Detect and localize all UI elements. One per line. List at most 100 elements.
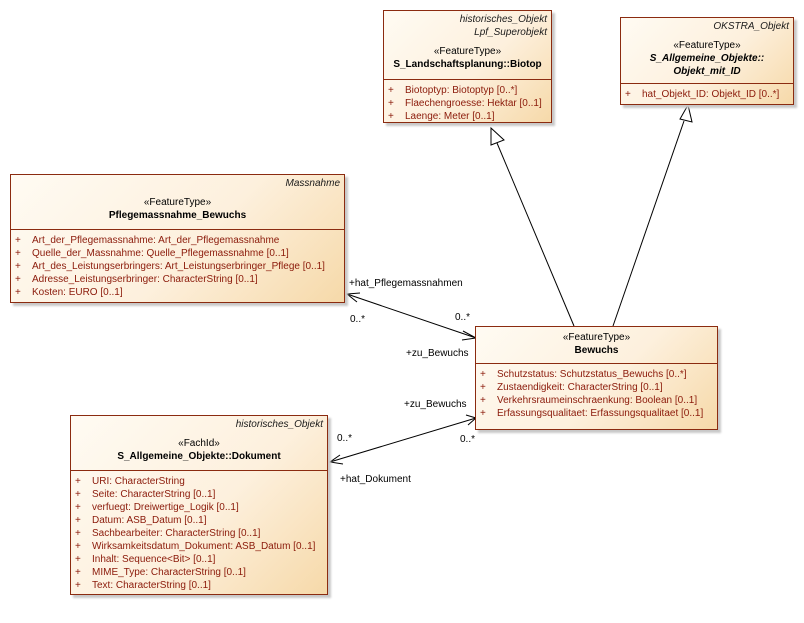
stereotype-label: «FeatureType» — [562, 332, 631, 343]
visibility-marker: + — [388, 85, 394, 96]
attribute-row[interactable]: + Seite: CharacterString [0..1] — [71, 488, 327, 501]
multiplicity-label: 0..* — [460, 434, 476, 445]
attribute-text: Text: CharacterString [0..1] — [92, 580, 211, 591]
class-objekt-mit-id[interactable]: OKSTRA_Objekt «FeatureType» S_Allgemeine… — [620, 17, 794, 105]
visibility-marker: + — [15, 235, 21, 246]
attribute-row[interactable]: + Quelle_der_Massnahme: Quelle_Pflegemass… — [11, 247, 344, 260]
attribute-row[interactable]: +Inhalt: Sequence<Bit> [0..1] — [71, 553, 327, 566]
visibility-marker: + — [75, 567, 81, 578]
class-header: historisches_Objekt «FachId» S_Allgemein… — [71, 416, 327, 471]
attribute-row[interactable]: +MIME_Type: CharacterString [0..1] — [71, 566, 327, 579]
attribute-list: +Art_der_Pflegemassnahme: Art_der_Pflege… — [11, 230, 344, 299]
attribute-text: URI: CharacterString — [92, 476, 185, 487]
attribute-row[interactable]: + Zustaendigkeit: CharacterString [0..1] — [476, 381, 717, 394]
visibility-marker: + — [75, 580, 81, 591]
attribute-row[interactable]: +Art_des_Leistungserbringers: Art_Leistu… — [11, 260, 344, 273]
attribute-text: Flaechengroesse: Hektar [0..1] — [405, 98, 542, 109]
attribute-text: Adresse_Leistungserbringer: CharacterStr… — [32, 274, 258, 285]
visibility-marker: + — [15, 287, 21, 298]
attribute-text: Datum: ASB_Datum [0..1] — [92, 515, 207, 526]
visibility-marker: + — [75, 528, 81, 539]
role-label-zu-bewuchs: +zu_Bewuchs — [406, 348, 469, 359]
attribute-row[interactable]: + verfuegt: Dreiwertige_Logik [0..1] — [71, 501, 327, 514]
class-header: Massnahme «FeatureType» Pflegemassnahme_… — [11, 175, 344, 230]
visibility-marker: + — [388, 111, 394, 122]
multiplicity-label: 0..* — [455, 312, 471, 323]
attribute-row[interactable]: + Schutzstatus: Schutzstatus_Bewuchs [0..… — [476, 368, 717, 381]
attribute-row[interactable]: +Art_der_Pflegemassnahme: Art_der_Pflege… — [11, 234, 344, 247]
attribute-text: Seite: CharacterString [0..1] — [92, 489, 216, 500]
attribute-row[interactable]: + Adresse_Leistungserbringer: CharacterSt… — [11, 273, 344, 286]
attribute-text: hat_Objekt_ID: Objekt_ID [0..*] — [642, 89, 780, 100]
attribute-row[interactable]: + Datum: ASB_Datum [0..1] — [71, 514, 327, 527]
visibility-marker: + — [480, 408, 486, 419]
visibility-marker: + — [75, 541, 81, 552]
attribute-text: Zustaendigkeit: CharacterString [0..1] — [497, 382, 663, 393]
attribute-text: Schutzstatus: Schutzstatus_Bewuchs [0..*… — [497, 369, 687, 380]
visibility-marker: + — [625, 89, 631, 100]
visibility-marker: + — [15, 248, 21, 259]
attribute-row[interactable]: + Kosten: EURO [0..1] — [11, 286, 344, 299]
attribute-row[interactable]: + Biotoptyp: Biotoptyp [0..*] — [384, 84, 551, 97]
generalization-bewuchs-biotop — [496, 142, 575, 327]
class-name: S_Landschaftsplanung::Biotop — [393, 59, 542, 70]
attribute-list: + URI: CharacterString + Seite: CharacterS… — [71, 471, 327, 592]
attribute-text: Art_des_Leistungserbringers: Art_Leistun… — [32, 261, 325, 272]
generalization-arrowhead-biotop — [490, 126, 505, 146]
attribute-row[interactable]: + Erfassungsqualitaet: Erfassungsqualitae… — [476, 407, 717, 420]
class-bewuchs[interactable]: «FeatureType» Bewuchs + Schutzstatus: Sch… — [475, 326, 718, 430]
visibility-marker: + — [75, 502, 81, 513]
attribute-row[interactable]: + URI: CharacterString — [71, 475, 327, 488]
role-label-hat-dokument: +hat_Dokument — [340, 474, 411, 485]
association-arrow-dokument-end — [328, 454, 344, 465]
visibility-marker: + — [75, 489, 81, 500]
stereotype-label: «FeatureType» — [673, 40, 741, 51]
attribute-list: + Schutzstatus: Schutzstatus_Bewuchs [0..… — [476, 364, 717, 420]
visibility-marker: + — [480, 382, 486, 393]
parent-class-label: Massnahme — [285, 178, 340, 189]
generalization-bewuchs-objekt-mit-id — [612, 120, 685, 327]
attribute-text: Erfassungsqualitaet: Erfassungsqualitaet… — [497, 408, 704, 419]
attribute-row[interactable]: + Text: CharacterString [0..1] — [71, 579, 327, 592]
role-label-zu-bewuchs: +zu_Bewuchs — [404, 399, 467, 410]
attribute-row[interactable]: + Wirksamkeitsdatum_Dokument: ASB_Datum [… — [71, 540, 327, 553]
association-arrow-pflege-end — [345, 292, 361, 303]
attribute-text: Kosten: EURO [0..1] — [32, 287, 123, 298]
attribute-row[interactable]: + Sachbearbeiter: CharacterString [0..1] — [71, 527, 327, 540]
multiplicity-label: 0..* — [350, 314, 366, 325]
class-biotop[interactable]: historisches_Objekt Lpf_Superobjekt «Fea… — [383, 10, 552, 123]
parent-class-label: historisches_Objekt — [235, 419, 323, 430]
visibility-marker: + — [480, 395, 486, 406]
attribute-row[interactable]: + Flaechengroesse: Hektar [0..1] — [384, 97, 551, 110]
role-label-hat-pflegemassnahmen: +hat_Pflegemassnahmen — [349, 278, 463, 289]
class-name: Bewuchs — [574, 345, 619, 356]
multiplicity-label: 0..* — [337, 433, 353, 444]
visibility-marker: + — [75, 554, 81, 565]
attribute-row[interactable]: +Laenge: Meter [0..1] — [384, 110, 551, 123]
parent-class-label: OKSTRA_Objekt — [713, 21, 789, 32]
parent-class-label: Lpf_Superobjekt — [474, 27, 547, 38]
attribute-text: Wirksamkeitsdatum_Dokument: ASB_Datum [0… — [92, 541, 316, 552]
attribute-text: Quelle_der_Massnahme: Quelle_Pflegemassn… — [32, 248, 289, 259]
class-header: «FeatureType» Bewuchs — [476, 327, 717, 364]
class-dokument[interactable]: historisches_Objekt «FachId» S_Allgemein… — [70, 415, 328, 595]
visibility-marker: + — [388, 98, 394, 109]
visibility-marker: + — [480, 369, 486, 380]
attribute-text: verfuegt: Dreiwertige_Logik [0..1] — [92, 502, 239, 513]
class-name: Objekt_mit_ID — [673, 66, 741, 77]
class-name: S_Allgemeine_Objekte:: — [649, 53, 765, 64]
class-pflegemassnahme-bewuchs[interactable]: Massnahme «FeatureType» Pflegemassnahme_… — [10, 174, 345, 303]
attribute-row[interactable]: +Verkehrsraumeinschraenkung: Boolean [0.… — [476, 394, 717, 407]
visibility-marker: + — [15, 274, 21, 285]
class-name: Pflegemassnahme_Bewuchs — [108, 210, 247, 221]
visibility-marker: + — [75, 476, 81, 487]
attribute-row[interactable]: + hat_Objekt_ID: Objekt_ID [0..*] — [621, 88, 793, 101]
attribute-text: Biotoptyp: Biotoptyp [0..*] — [405, 85, 518, 96]
attribute-list: + Biotoptyp: Biotoptyp [0..*] + Flaechengr… — [384, 80, 551, 123]
attribute-text: Sachbearbeiter: CharacterString [0..1] — [92, 528, 261, 539]
association-pflege-bewuchs — [346, 293, 477, 339]
visibility-marker: + — [75, 515, 81, 526]
class-name: S_Allgemeine_Objekte::Dokument — [117, 451, 281, 462]
generalization-arrowhead-objekt-mit-id — [679, 103, 693, 123]
